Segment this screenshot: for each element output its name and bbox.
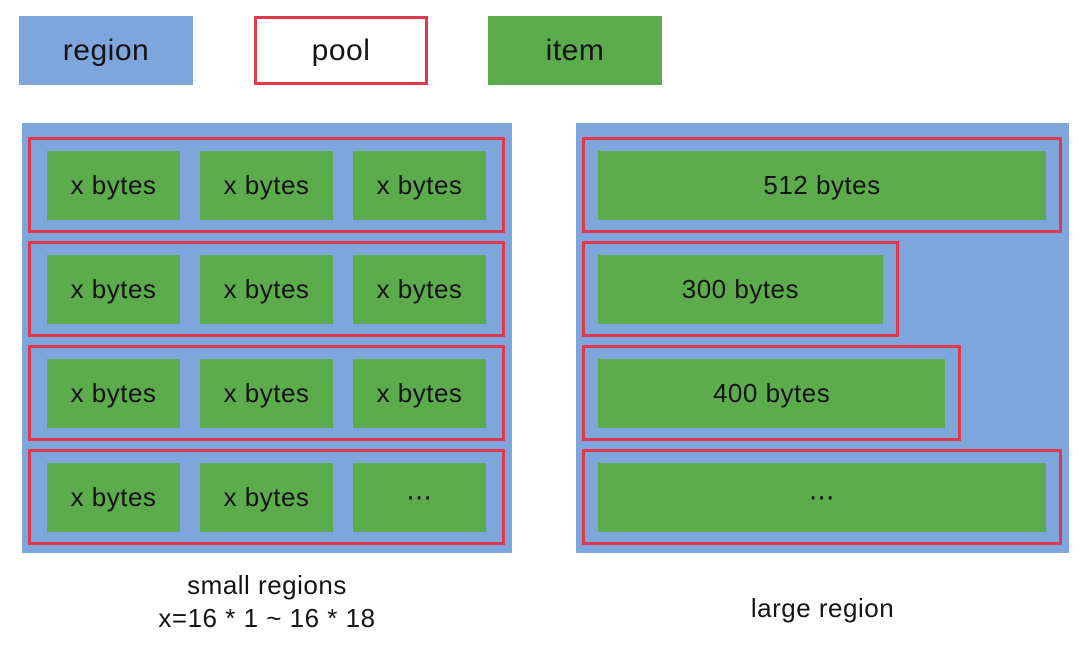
legend-item-swatch: item — [488, 16, 662, 85]
large-pool-300: 300 bytes — [582, 241, 899, 337]
legend-pool-swatch: pool — [254, 16, 428, 85]
large-pool-512: 512 bytes — [582, 137, 1062, 233]
small-regions-caption-line1: small regions — [187, 570, 347, 600]
item: x bytes — [200, 358, 333, 428]
item-ellipsis: ⋯ — [353, 462, 486, 532]
large-pool-400: 400 bytes — [582, 345, 962, 441]
small-pool-1: x bytes x bytes x bytes — [28, 137, 505, 233]
legend-region-swatch: region — [19, 16, 193, 85]
large-region-block: 512 bytes 300 bytes 400 bytes ⋯ — [576, 123, 1069, 553]
large-pool-ellipsis: ⋯ — [582, 449, 1062, 545]
item: x bytes — [353, 150, 486, 220]
item: x bytes — [200, 462, 333, 532]
item: x bytes — [353, 358, 486, 428]
legend-item-label: item — [545, 33, 605, 67]
item: x bytes — [200, 254, 333, 324]
item: 400 bytes — [598, 358, 946, 428]
small-regions-caption-line2: x=16 * 1 ~ 16 * 18 — [158, 603, 376, 633]
item: x bytes — [47, 358, 180, 428]
item: x bytes — [47, 150, 180, 220]
small-pool-3: x bytes x bytes x bytes — [28, 345, 505, 441]
small-regions-caption: small regions x=16 * 1 ~ 16 * 18 — [22, 569, 512, 635]
item: x bytes — [47, 462, 180, 532]
small-pool-2: x bytes x bytes x bytes — [28, 241, 505, 337]
item-ellipsis: ⋯ — [598, 462, 1046, 532]
item: x bytes — [200, 150, 333, 220]
legend-region-label: region — [62, 33, 150, 67]
small-regions-block: x bytes x bytes x bytes x bytes x bytes … — [22, 123, 512, 553]
small-pool-4: x bytes x bytes ⋯ — [28, 449, 505, 545]
item: x bytes — [353, 254, 486, 324]
item: 512 bytes — [598, 150, 1046, 220]
item: 300 bytes — [598, 254, 883, 324]
item: x bytes — [47, 254, 180, 324]
legend-pool-label: pool — [311, 33, 371, 67]
large-region-caption: large region — [750, 593, 895, 623]
